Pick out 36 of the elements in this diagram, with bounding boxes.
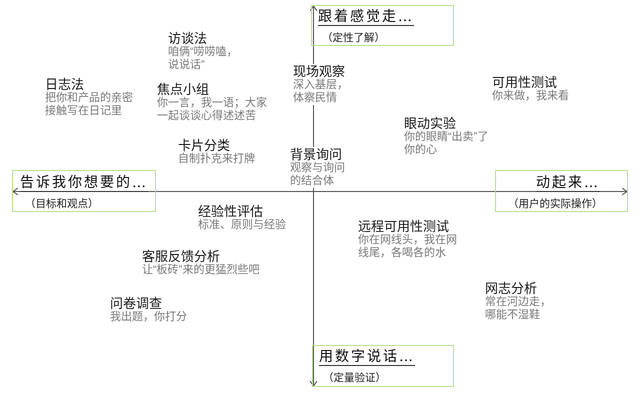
method-description: 你在网线头，我在网线尾，各喝各的水 — [358, 234, 458, 260]
method-description: 自制扑克来打牌 — [178, 153, 255, 166]
axis-title: 告诉我你想要的… — [20, 176, 148, 192]
method-name: 卡片分类 — [178, 138, 230, 153]
axis-end-box — [495, 170, 628, 212]
method-name: 经验性评估 — [198, 204, 263, 219]
method-name: 客服反馈分析 — [142, 249, 220, 264]
axis-end-box — [12, 170, 156, 212]
axis-subtitle: （目标和观点） — [25, 198, 98, 210]
method-name: 现场观察 — [293, 64, 345, 79]
method-name: 眼动实验 — [404, 116, 456, 131]
axis-subtitle: （定性了解） — [322, 32, 385, 44]
method-description: 你的眼睛“出卖”了你的心 — [404, 131, 490, 157]
method-name: 日志法 — [45, 77, 84, 92]
method-description: 标准、原则与经验 — [198, 219, 286, 232]
method-description: 让“板砖”来的更猛烈些吧 — [142, 264, 260, 277]
method-description: 你来做，我来看 — [492, 90, 569, 103]
method-description: 咱俩“唠唠嗑，说说话” — [168, 46, 239, 72]
axis-subtitle: （定量验证） — [323, 372, 386, 384]
method-description: 你一言，我一语；大家一起谈谈心得述述苦 — [157, 97, 268, 123]
axis-title: 动起来… — [536, 176, 600, 192]
method-name: 远程可用性测试 — [358, 219, 449, 234]
method-name: 背景询问 — [290, 147, 342, 162]
axis-end-box — [311, 5, 454, 46]
method-description: 我出题，你打分 — [110, 311, 187, 324]
method-name: 问卷调查 — [110, 296, 162, 311]
method-name: 网志分析 — [485, 281, 537, 296]
axis-title: 跟着感觉走… — [318, 10, 414, 26]
method-name: 焦点小组 — [157, 82, 209, 97]
axis-end-box — [312, 345, 454, 387]
method-name: 访谈法 — [168, 31, 207, 46]
method-description: 把你和产品的亲密接触写在日记里 — [45, 92, 134, 118]
method-name: 可用性测试 — [492, 75, 557, 90]
axis-title: 用数字说话… — [319, 350, 415, 366]
method-description: 常在河边走，哪能不湿鞋 — [485, 296, 552, 322]
axis-subtitle: （用户的实际操作） — [508, 198, 602, 210]
